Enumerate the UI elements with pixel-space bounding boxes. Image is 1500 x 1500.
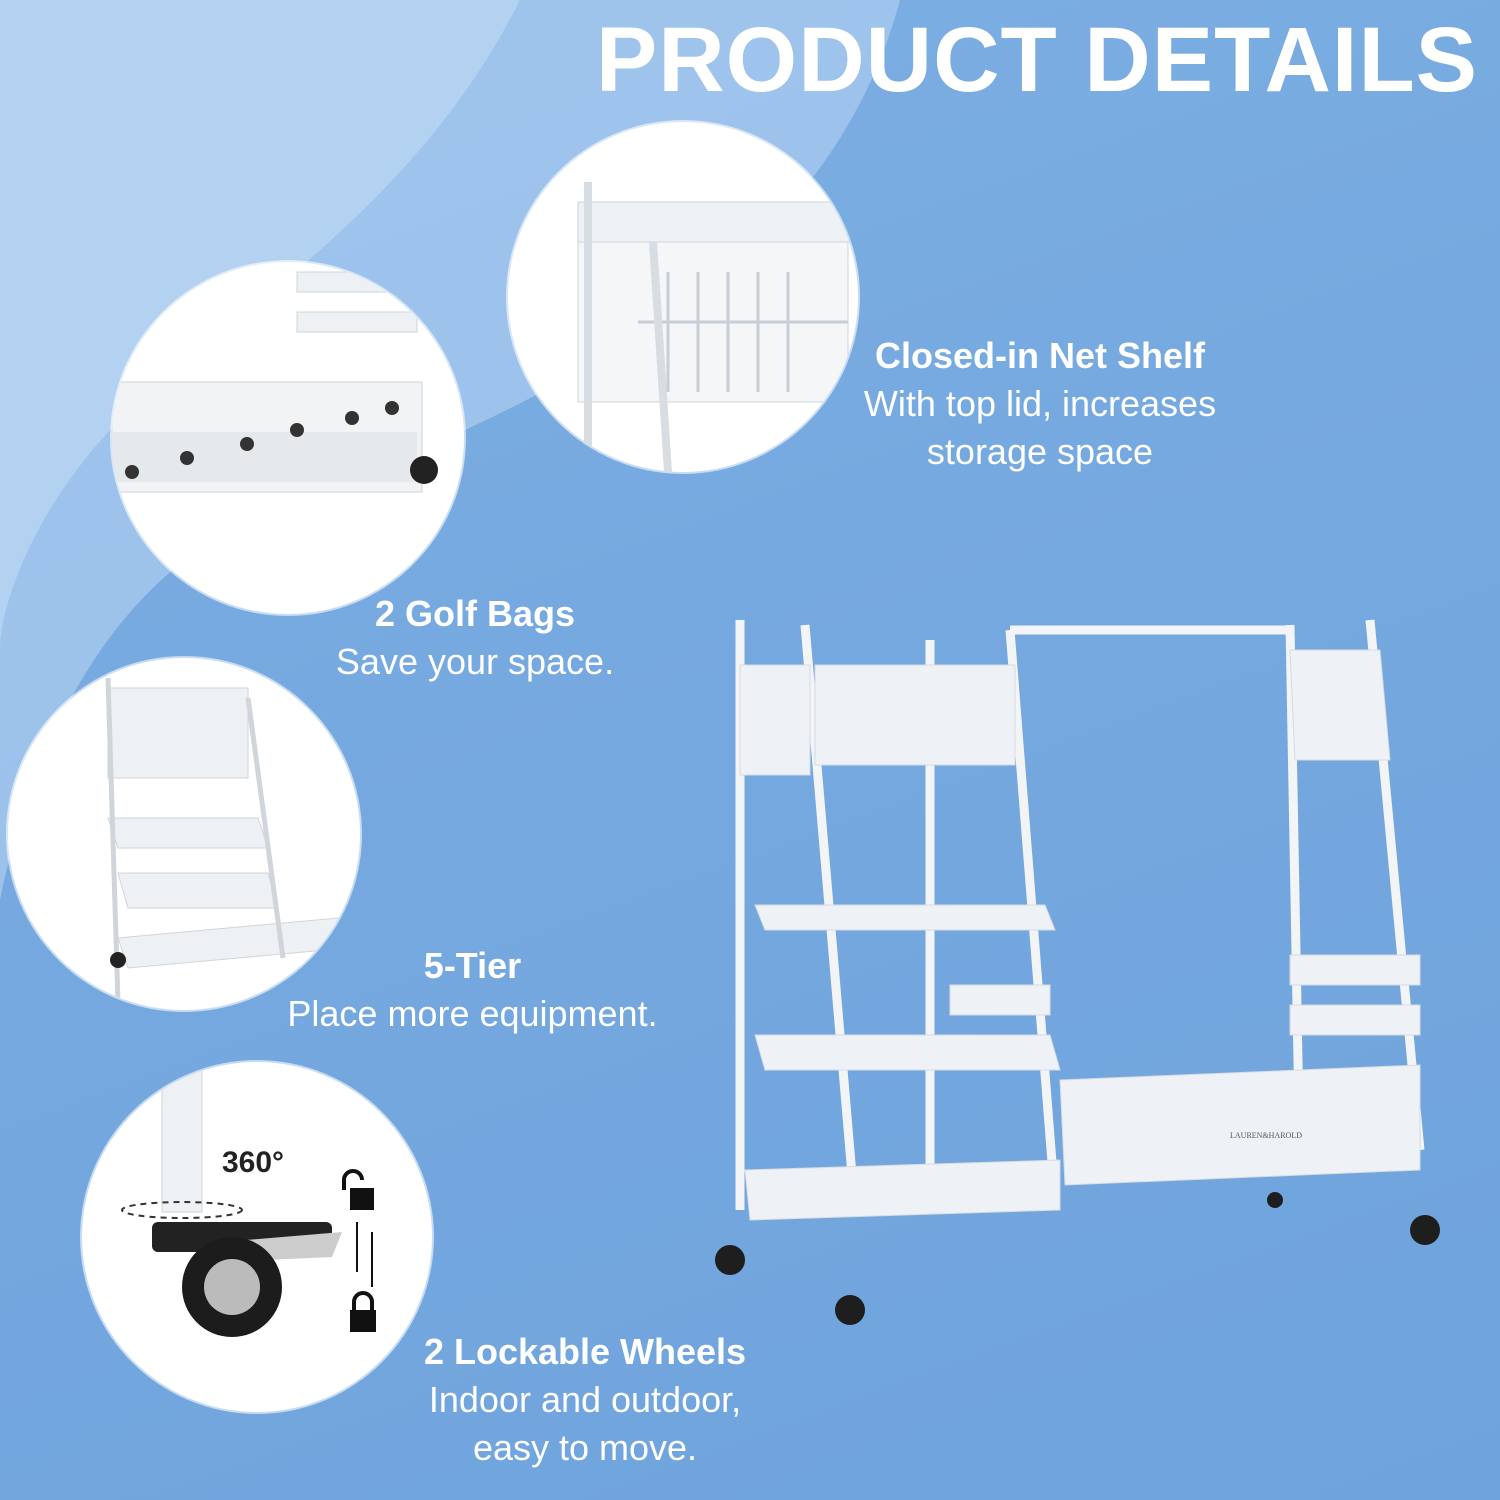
feature-lockable-wheels: 2 Lockable Wheels Indoor and outdoor, ea… [395,1328,775,1472]
rotation-arrow-icon [121,1201,243,1219]
feature-five-tier: 5-Tier Place more equipment. [260,942,685,1038]
feature-text: easy to move. [472,1427,698,1468]
feature-text: storage space [926,431,1154,472]
brand-logo-text: LAUREN&HAROLD [1230,1131,1302,1140]
feature-text: Save your space. [335,641,615,682]
golf-bags-detail-image [112,262,464,614]
feature-golf-bags: 2 Golf Bags Save your space. [280,590,670,686]
net-shelf-detail-image [508,122,858,472]
rotation-label: 360° [222,1146,284,1179]
five-tier-detail-image [8,658,360,1010]
feature-heading: Closed-in Net Shelf [874,335,1206,376]
feature-text: With top lid, increases [863,383,1217,424]
golf-storage-rack-image: LAUREN&HAROLD [715,619,1440,1325]
feature-heading: 2 Golf Bags [374,593,576,634]
feature-heading: 2 Lockable Wheels [423,1331,747,1372]
feature-net-shelf: Closed-in Net Shelf With top lid, increa… [820,332,1260,476]
unlocked-padlock-icon [342,1169,374,1210]
locked-padlock-icon [350,1291,376,1332]
lockable-wheel-detail-image: 360° [82,1062,432,1412]
page-title: PRODUCT DETAILS [595,9,1478,111]
feature-text: Place more equipment. [287,993,658,1034]
feature-text: Indoor and outdoor, [428,1379,742,1420]
lock-toggle-arrows-icon [356,1222,373,1287]
feature-heading: 5-Tier [423,945,522,986]
